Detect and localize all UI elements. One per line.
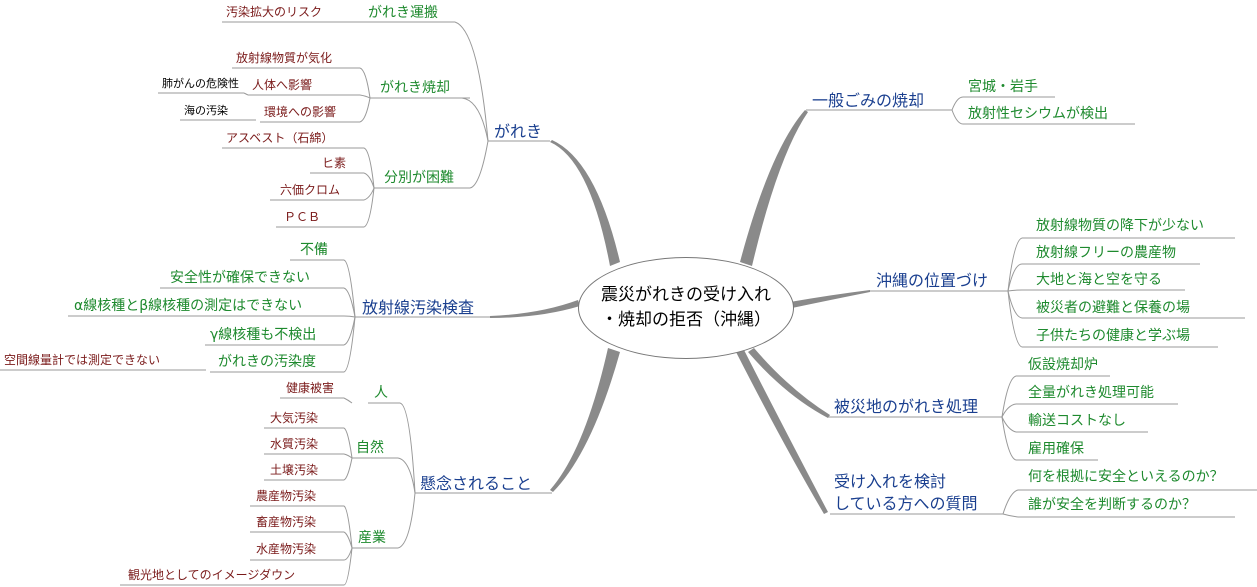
item-daichi-umi-sora: 大地と海と空を守る: [1036, 272, 1162, 288]
central-topic: 震災がれきの受け入れ ・焼却の拒否（沖縄）: [578, 257, 794, 359]
item-haigan: 肺がんの危険性: [162, 77, 239, 90]
item-alpha-beta: α線核種とβ線核種の測定はできない: [74, 298, 303, 314]
item-yuso-cost: 輸送コストなし: [1028, 413, 1126, 429]
item-handan: 誰が安全を判断するのか？: [1028, 497, 1196, 513]
central-topic-line1: 震災がれきの受け入れ: [601, 285, 771, 306]
topic-kenen: 懸念されること: [420, 474, 533, 493]
topic-gareki: がれき: [494, 122, 543, 141]
item-anzensei: 安全性が確保できない: [170, 270, 310, 286]
item-pcb: ＰＣＢ: [284, 210, 321, 224]
central-topic-line2: ・焼却の拒否（沖縄）: [601, 310, 771, 330]
item-free-nosanbutsu: 放射線フリーの農産物: [1036, 245, 1176, 261]
item-miyagi-iwate: 宮城・岩手: [968, 79, 1038, 95]
item-jintai: 人体へ影響: [252, 78, 313, 92]
item-kodomo: 子供たちの健康と学ぶ場: [1036, 328, 1190, 344]
item-umi-osen: 海の汚染: [184, 104, 228, 117]
item-kasetsu-shokyakuro: 仮設焼却炉: [1028, 357, 1098, 373]
topic-ippan-gomi: 一般ごみの焼却: [812, 91, 925, 110]
subtopic-gareki-unpan: がれき運搬: [368, 5, 438, 21]
sub-branches: [0, 21, 1257, 586]
item-suisanbutsu: 水産物汚染: [256, 542, 317, 556]
subtopic-shizen: 自然: [356, 440, 384, 456]
item-hinan-hoyo: 被災者の避難と保養の場: [1036, 300, 1190, 316]
item-osendo: がれきの汚染度: [218, 354, 316, 370]
item-zenryo: 全量がれき処理可能: [1028, 385, 1154, 401]
item-koka-sukunai: 放射線物質の降下が少ない: [1036, 218, 1204, 234]
subtopic-sangyo: 産業: [358, 530, 386, 546]
item-gamma: γ線核種も不検出: [210, 327, 317, 343]
item-taiki: 大気汚染: [270, 411, 319, 425]
item-kankochi: 観光地としてのイメージダウン: [128, 568, 296, 582]
topic-hisaichi: 被災地のがれき処理: [834, 397, 979, 416]
item-nosanbutsu: 農産物汚染: [256, 489, 317, 503]
topic-kensa: 放射線汚染検査: [362, 298, 475, 317]
subtopic-hito: 人: [374, 385, 388, 401]
subtopic-bunbetsu: 分別が困難: [384, 170, 454, 186]
item-konkyo: 何を根拠に安全といえるのか？: [1028, 469, 1224, 485]
item-kenko-higai: 健康被害: [286, 381, 335, 395]
item-rokka-chrome: 六価クロム: [280, 183, 341, 197]
item-fubi: 不備: [300, 242, 328, 258]
item-kankyo: 環境への影響: [264, 105, 337, 119]
item-cesium: 放射性セシウムが検出: [968, 106, 1108, 122]
subtopic-gareki-shokyaku: がれき焼却: [380, 80, 450, 96]
topic-shitsumon-line2: している方への質問: [834, 494, 978, 513]
item-suishitsu: 水質汚染: [270, 437, 319, 451]
main-branches: [490, 110, 870, 514]
topic-shitsumon-line1: 受け入れを検討: [834, 472, 947, 491]
topic-okinawa: 沖縄の位置づけ: [876, 271, 989, 290]
item-osen-kakudai: 汚染拡大のリスク: [226, 5, 323, 19]
item-chikusanbutsu: 畜産物汚染: [256, 515, 317, 529]
item-kukan-senryokei: 空間線量計では測定できない: [4, 353, 161, 367]
item-hiso: ヒ素: [322, 156, 347, 170]
item-koyo: 雇用確保: [1028, 441, 1084, 457]
item-dojo: 土壌汚染: [270, 463, 319, 477]
item-asbestos: アスベスト（石綿）: [226, 131, 334, 145]
item-kika: 放射線物質が気化: [236, 51, 333, 65]
